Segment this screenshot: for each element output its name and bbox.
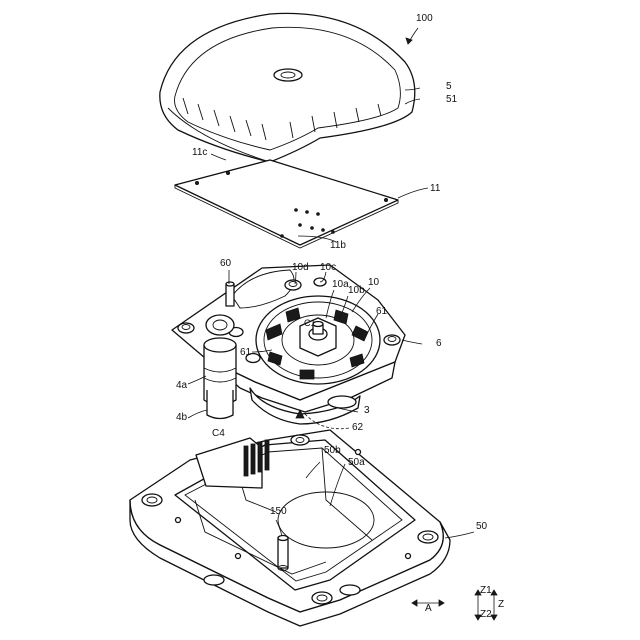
ref-label-11c: 11c — [192, 148, 207, 158]
ref-label-10a: 10a — [332, 280, 349, 290]
ref-label-10c: 10c — [320, 263, 336, 273]
direction-label-z: Z — [498, 600, 504, 610]
base-case-part — [130, 430, 450, 626]
ref-label-50b: 50b — [324, 446, 341, 456]
direction-label-z2: Z2 — [480, 610, 492, 620]
direction-label-a: A — [425, 604, 432, 614]
ref-label-3: 3 — [364, 406, 370, 416]
ref-label-100: 100 — [416, 14, 433, 24]
ref-label-4a: 4a — [176, 381, 187, 391]
circuit-board-part — [175, 160, 398, 248]
ref-label-61-left: 61 — [240, 348, 251, 358]
motor-unit-part — [172, 265, 405, 424]
ref-label-61-right: 61 — [376, 307, 387, 317]
ref-label-51: 51 — [446, 95, 457, 105]
ref-label-c1: C1 — [304, 319, 316, 328]
ref-label-6: 6 — [436, 339, 442, 349]
ref-label-c4: C4 — [212, 429, 225, 439]
ref-label-150: 150 — [270, 507, 287, 517]
ref-label-11b: 11b — [330, 241, 346, 251]
ref-label-10: 10 — [368, 278, 379, 288]
direction-label-z1: Z1 — [480, 586, 492, 596]
ref-label-10d: 10d — [292, 263, 309, 273]
ref-label-10b: 10b — [348, 286, 365, 296]
ref-label-11: 11 — [430, 184, 440, 194]
ref-label-5: 5 — [446, 82, 452, 92]
cover-part — [160, 13, 415, 162]
ref-label-60: 60 — [220, 259, 231, 269]
ref-label-62: 62 — [352, 423, 363, 433]
ref-label-50: 50 — [476, 522, 487, 532]
ref-label-4b: 4b — [176, 413, 187, 423]
ref-label-50a: 50a — [348, 458, 365, 468]
